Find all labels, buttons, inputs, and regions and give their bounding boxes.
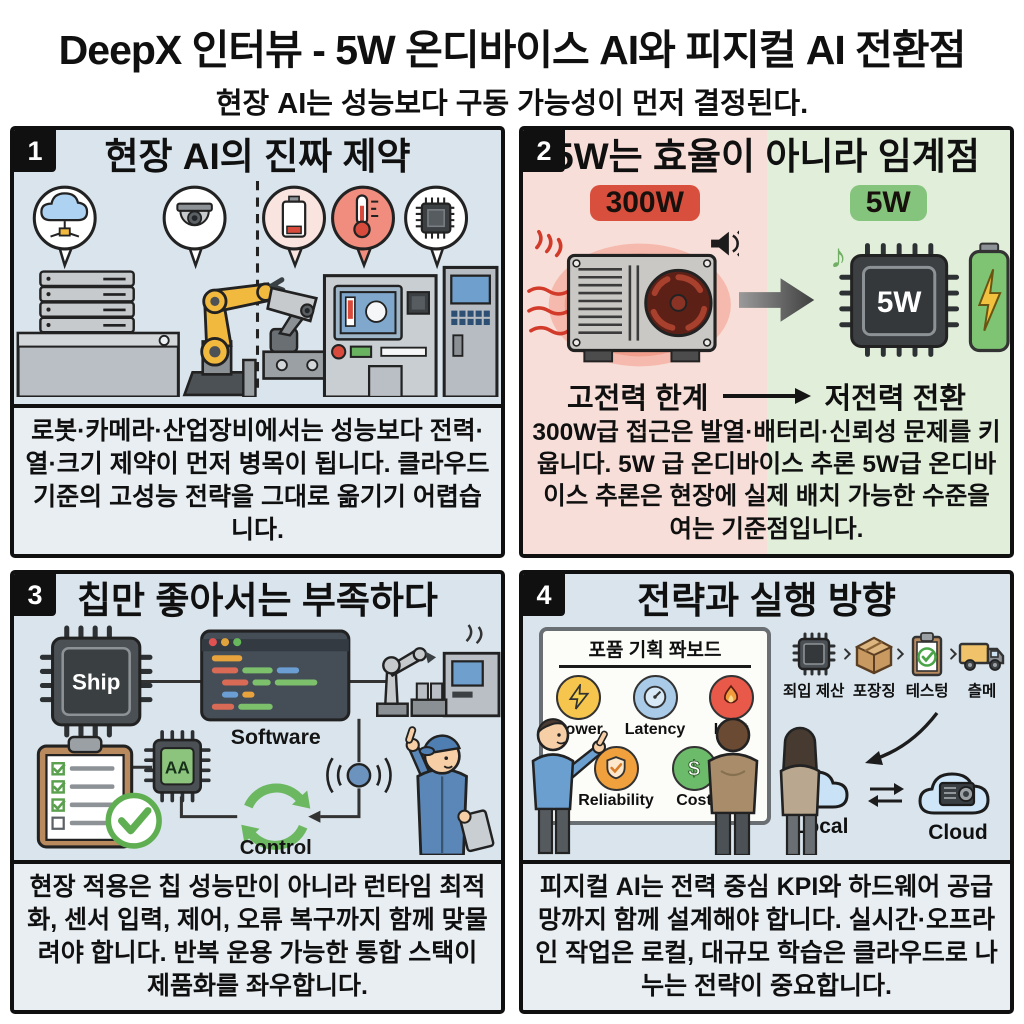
chevron-right-icon bbox=[950, 647, 957, 660]
panel-grid: 1 현장 AI의 진짜 제약 bbox=[10, 126, 1014, 1014]
chip-icon bbox=[792, 632, 836, 676]
supply-step-label: 포장징 bbox=[852, 682, 896, 700]
panel-4-strategy: 4 전략과 실행 방향 포품 기획 쫘보드 Power bbox=[519, 570, 1014, 1014]
low-battery-icon bbox=[262, 185, 326, 269]
page-subtitle: 현장 AI는 성능보다 구동 가능성이 먼저 결정된다. bbox=[215, 88, 809, 120]
robot-arm bbox=[376, 623, 501, 717]
kpi-latency: Latency bbox=[624, 674, 686, 739]
software-label: Software bbox=[231, 725, 321, 749]
code-window-icon bbox=[200, 629, 351, 721]
cloud-server-icon bbox=[918, 772, 990, 815]
panel-1-caption: 로봇·카메라·산업장비에서는 성능보다 전력·열·크기 제약이 먼저 병목이 됩… bbox=[14, 404, 501, 554]
heat-waves-icon bbox=[527, 229, 571, 335]
gpu-fan-icon bbox=[527, 229, 739, 366]
green-battery-icon bbox=[968, 242, 1010, 352]
supply-step-testing: 테스텅 bbox=[904, 631, 950, 701]
cloud-network-icon bbox=[32, 185, 97, 269]
robot-arm bbox=[182, 276, 286, 396]
heat-flame-icon bbox=[708, 674, 754, 720]
supply-step-package: 포장징 bbox=[851, 631, 897, 701]
panel-2-5w-threshold: 2 5W는 효율이 아니라 임계점 300W 5W bbox=[519, 126, 1014, 558]
supply-step-label: 츨메 bbox=[967, 682, 997, 700]
300w-badge: 300W bbox=[589, 184, 700, 221]
panel-4-caption: 피지컬 AI는 전력 중심 KPI와 하드웨어 공급망까지 함께 설계해야 합니… bbox=[523, 860, 1010, 1010]
latency-gauge-icon bbox=[632, 674, 678, 720]
power-icon bbox=[556, 674, 602, 720]
panel-2-number-badge: 2 bbox=[523, 130, 565, 172]
transition-arrow-icon bbox=[738, 277, 815, 322]
people-group bbox=[531, 717, 821, 855]
control-loop-icon bbox=[241, 783, 311, 850]
dome-camera-icon bbox=[162, 185, 227, 269]
ship-chip-label: Ship bbox=[72, 669, 120, 694]
chevron-right-icon bbox=[897, 647, 905, 660]
panel-3-caption: 현장 적용은 칩 성능만이 아니라 런타임 최적화, 센서 입력, 제어, 오류… bbox=[14, 860, 501, 1010]
aa-chip-icon: AA bbox=[144, 729, 211, 802]
panel-2-caption: 300W급 접근은 발열·배터리·신뢰성 문제를 키웁니다. 5W 급 온디바이… bbox=[532, 418, 1001, 543]
kpi-power: Power bbox=[549, 674, 609, 739]
speaker-icon bbox=[711, 230, 739, 257]
sync-arrows-icon bbox=[868, 782, 904, 807]
panel-4-number-badge: 4 bbox=[523, 574, 565, 616]
panel-1-number-badge: 1 bbox=[14, 130, 56, 172]
listener-man bbox=[707, 717, 759, 855]
engineer-person bbox=[405, 725, 495, 855]
control-label: Control bbox=[240, 837, 312, 855]
listener-woman bbox=[779, 726, 821, 855]
panel-4-illustration: 포품 기획 쫘보드 Power bbox=[523, 623, 1010, 855]
panel-1-title: 현장 AI의 진짜 제약 bbox=[104, 136, 411, 177]
low-power-flow-label: 저전력 전환 bbox=[824, 382, 966, 415]
thermometer-icon bbox=[331, 185, 395, 269]
whiteboard-title: 포품 기획 쫘보드 bbox=[559, 635, 751, 668]
flow-arrow-icon bbox=[722, 387, 811, 404]
kpi-latency-label: Latency bbox=[624, 720, 686, 738]
supply-step-launch: 츨메 bbox=[957, 631, 1007, 701]
5w-badge: 5W bbox=[849, 184, 927, 221]
npu-chip-label: 5W bbox=[877, 285, 922, 318]
panel-3-number-badge: 3 bbox=[14, 574, 56, 616]
package-box-icon bbox=[854, 636, 894, 674]
panel-1-illustration bbox=[16, 180, 499, 397]
cloud-label: Cloud bbox=[928, 820, 988, 844]
supply-step-chip: 죄입 제산 bbox=[783, 631, 844, 701]
music-note-icon: ♪ bbox=[830, 238, 847, 275]
server-rack bbox=[16, 269, 180, 397]
svg-text:$: $ bbox=[688, 756, 700, 781]
ship-chip-icon: Ship bbox=[39, 625, 153, 738]
chip-icon bbox=[404, 185, 469, 269]
panel-3-title: 칩만 좋아서는 부족하다 bbox=[77, 580, 438, 621]
conveyor bbox=[242, 358, 257, 397]
supply-step-label: 죄입 제산 bbox=[783, 682, 845, 700]
test-clipboard-icon bbox=[911, 631, 943, 676]
truck-icon bbox=[958, 642, 1005, 671]
checklist-clipboard-icon bbox=[36, 735, 162, 849]
kiosk bbox=[442, 265, 499, 397]
npu-chip-icon: ♪ 5W bbox=[830, 238, 1010, 357]
kpi-reliability-label: Reliability bbox=[578, 791, 654, 809]
page-title: DeepX 인터뷰 - 5W 온디바이스 AI와 피지컬 AI 전환점 bbox=[58, 27, 967, 73]
panel-3-chip-not-enough: 3 칩만 좋아서는 부족하다 bbox=[10, 570, 505, 1014]
high-power-flow-label: 고전력 한계 bbox=[567, 382, 709, 415]
panel-2-title: 5W는 효율이 아니라 임계점 bbox=[553, 136, 980, 177]
panel-1-field-constraints: 1 현장 AI의 진짜 제약 bbox=[10, 126, 505, 558]
wifi-node-icon bbox=[326, 756, 392, 793]
chevron-right-icon bbox=[844, 647, 852, 660]
supply-chain: 죄입 제산 포장징 bbox=[783, 631, 1007, 701]
presenter-person bbox=[531, 717, 608, 854]
aa-chip-label: AA bbox=[165, 757, 190, 777]
cloud-node: Cloud bbox=[910, 763, 1006, 845]
panel-4-title: 전략과 실행 방향 bbox=[637, 580, 896, 621]
industrial-machine bbox=[322, 273, 438, 397]
curved-arrow-icon bbox=[865, 711, 939, 765]
page-header: DeepX 인터뷰 - 5W 온디바이스 AI와 피지컬 AI 전환점 현장 A… bbox=[0, 0, 1024, 122]
panel-3-illustration: Ship Software bbox=[36, 623, 501, 855]
wattage-badges: 300W 5W bbox=[523, 181, 1010, 225]
kpi-cost-label: Cost bbox=[676, 791, 712, 809]
supply-step-label: 테스텅 bbox=[905, 682, 949, 700]
